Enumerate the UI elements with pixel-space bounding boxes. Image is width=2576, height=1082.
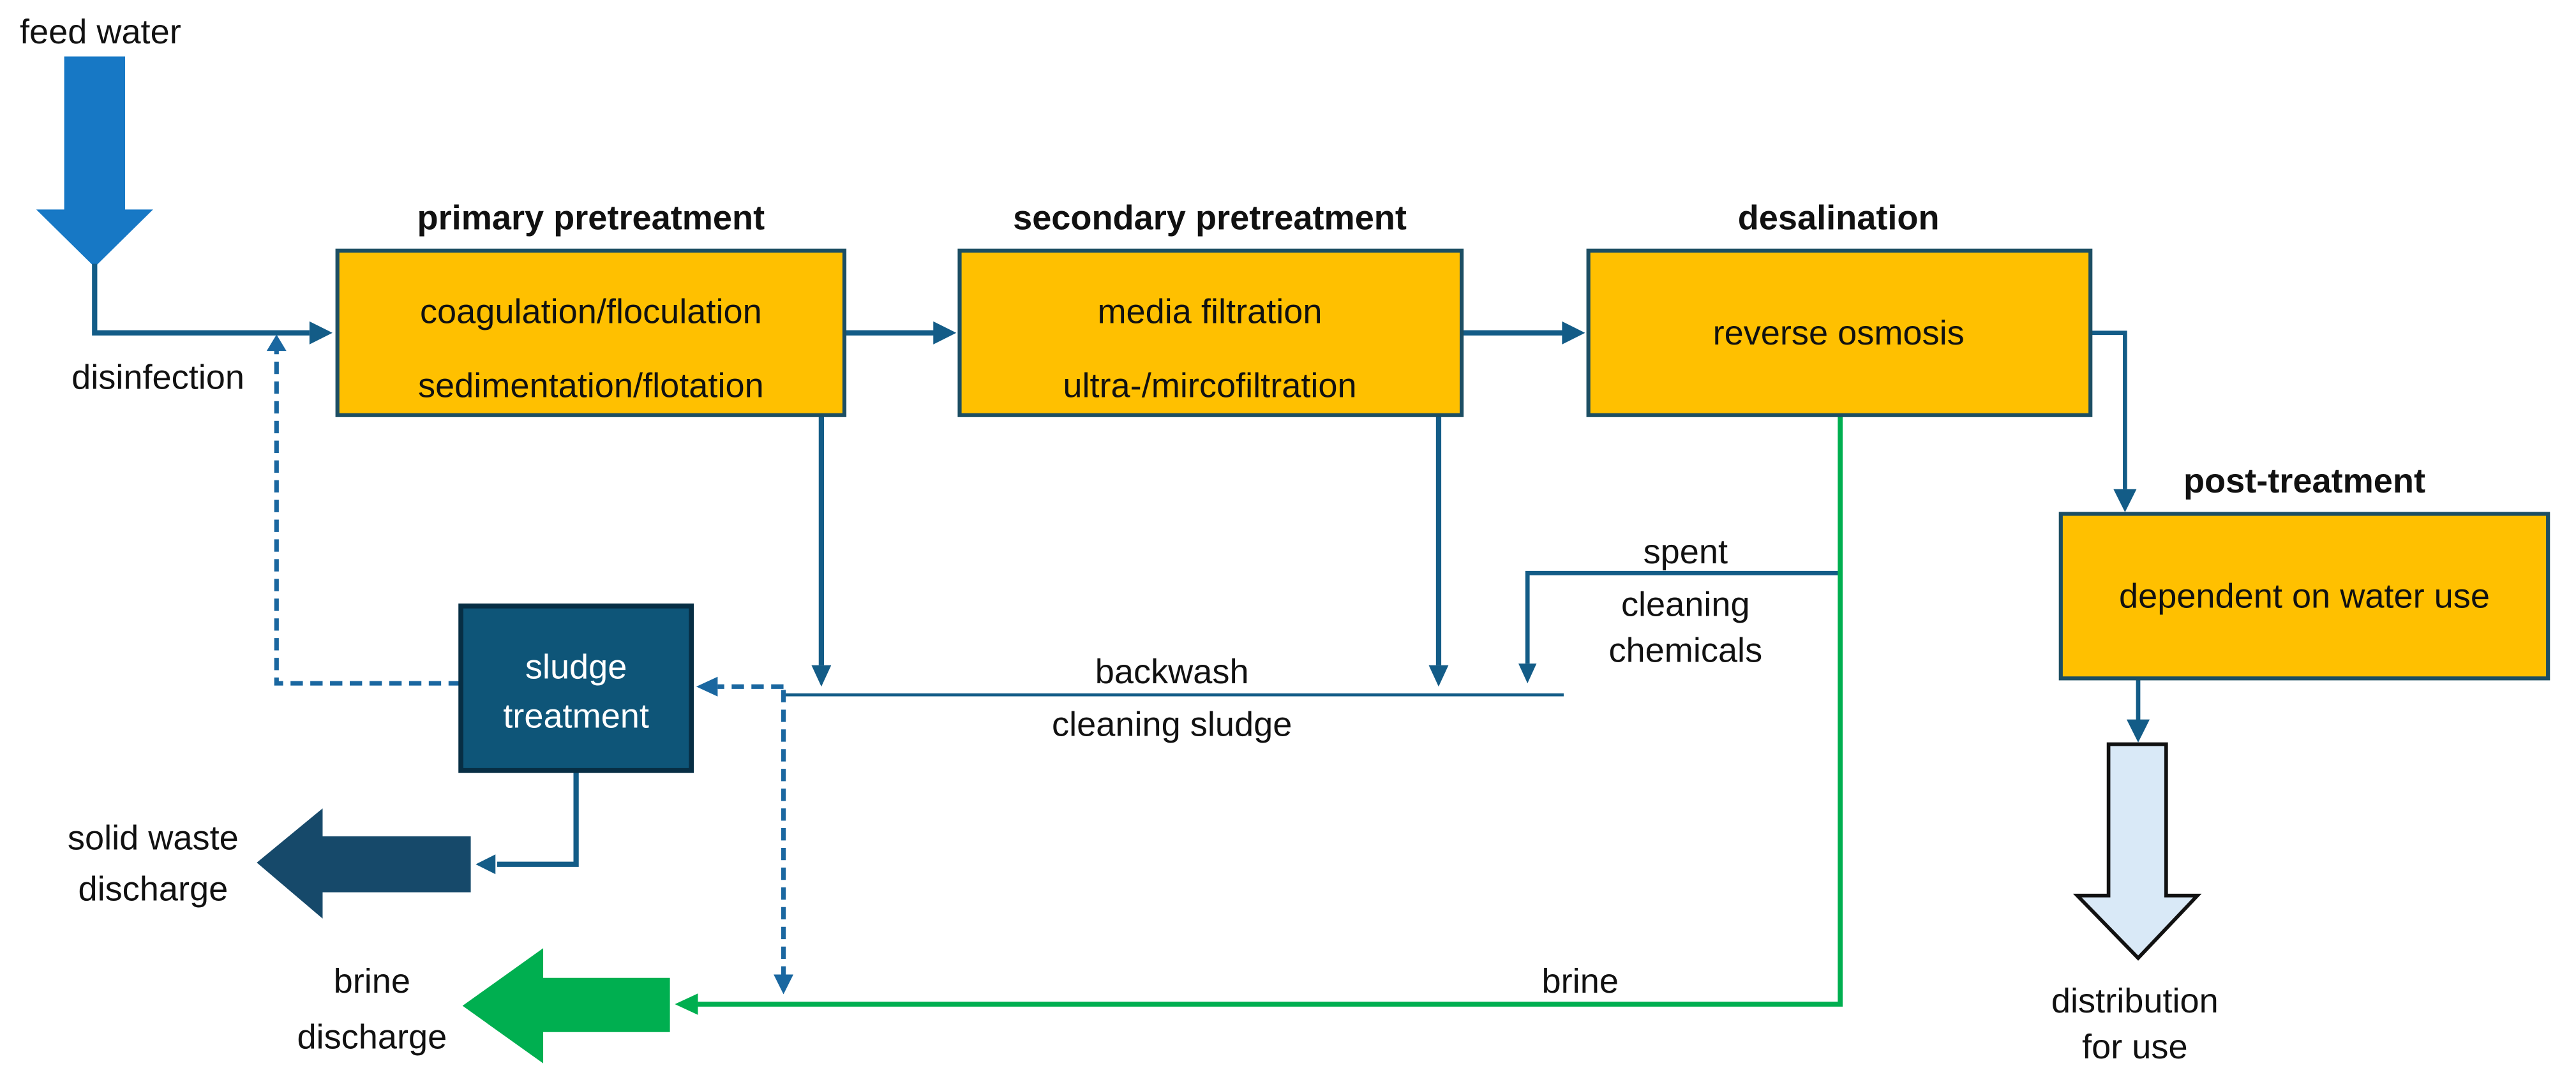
desalination-to-post-line [2087, 330, 2127, 489]
into-distribution-arrowhead [2126, 719, 2150, 743]
into-secondary-arrowhead [933, 321, 957, 345]
feed-water-arrow [36, 56, 153, 267]
brine-discharge-label-2: discharge [297, 1018, 447, 1056]
distribution-arrow [2072, 742, 2202, 961]
brine-line [698, 417, 1843, 1007]
spent-chemicals-line [1525, 570, 1841, 664]
into-primary-arrowhead [309, 321, 333, 345]
sludge-box-label-1: sludge [525, 648, 627, 686]
solid-waste-label-1: solid waste [68, 819, 239, 857]
backwash-label-1: backwash [1095, 653, 1249, 691]
distribution-label-2: for use [2082, 1028, 2188, 1066]
secondary-header: secondary pretreatment [1013, 198, 1407, 237]
into-desalination-arrowhead [1562, 321, 1585, 345]
primary-pretreatment-box [335, 248, 847, 417]
spent-chemicals-label-3: chemicals [1608, 632, 1762, 670]
recycle-up-arrowhead [266, 334, 287, 352]
into-brine-arrow-arrowhead [675, 993, 698, 1015]
sludge-box-label-2: treatment [503, 697, 649, 736]
distribution-label-1: distribution [2051, 982, 2219, 1020]
feed-to-primary-line [92, 263, 310, 336]
spent-chemicals-label-2: cleaning [1621, 585, 1750, 623]
solid-waste-discharge-arrow [257, 808, 471, 919]
desalination-process: reverse osmosis [1713, 314, 1965, 352]
dashed-into-brine-arrowhead [774, 974, 794, 995]
desalination-box [1586, 248, 2093, 417]
into-sludge-arrowhead [696, 676, 718, 697]
backwash-label-2: cleaning sludge [1052, 706, 1292, 744]
disinfection-label: disinfection [71, 358, 244, 396]
primary-process-1: coagulation/floculation [420, 292, 762, 330]
into-waste-arrow-arrowhead [476, 854, 496, 875]
post-header: post-treatment [2183, 462, 2425, 500]
desalination-header: desalination [1738, 198, 1940, 237]
solid-waste-label-2: discharge [78, 870, 228, 908]
primary-process-2: sedimentation/flotation [418, 366, 764, 404]
brine-discharge-arrow [462, 948, 670, 1063]
secondary-process-2: ultra-/mircofiltration [1063, 366, 1356, 404]
feed-water-label: feed water [20, 13, 181, 51]
sludge-to-waste-line [497, 770, 579, 867]
into-post-arrowhead [2113, 489, 2137, 512]
primary-backwash-arrowhead [811, 665, 832, 687]
brine-discharge-label-1: brine [334, 962, 410, 1000]
secondary-process-1: media filtration [1097, 292, 1322, 330]
sludge-treatment-box [458, 603, 694, 773]
primary-header: primary pretreatment [417, 198, 765, 237]
brine-label: brine [1542, 962, 1619, 1000]
secondary-backwash-arrowhead [1428, 665, 1449, 687]
spent-chemicals-label-1: spent [1644, 533, 1728, 571]
post-treatment-box [2058, 512, 2550, 681]
secondary-pretreatment-box [957, 248, 1464, 417]
post-process: dependent on water use [2119, 577, 2490, 615]
sludge-recycle-to-disinfection-line [274, 346, 461, 686]
spent-chemicals-arrowhead [1518, 663, 1537, 684]
